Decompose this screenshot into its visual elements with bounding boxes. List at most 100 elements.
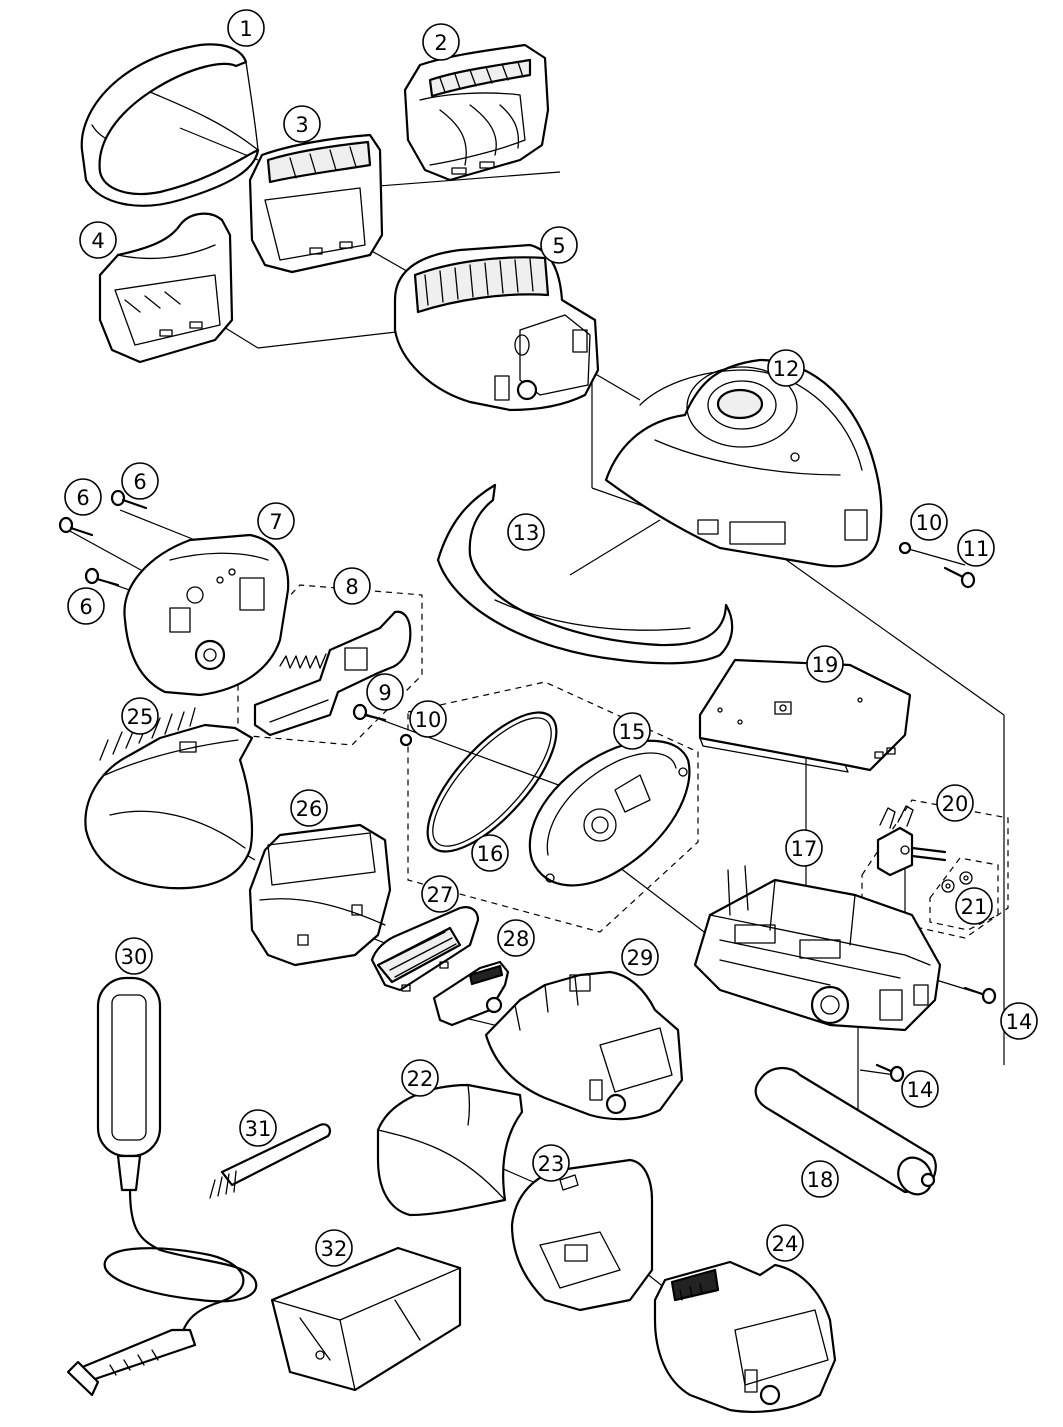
callout-22: 22 xyxy=(401,1059,439,1097)
callout-6b: 6 xyxy=(64,478,102,516)
callout-2: 2 xyxy=(422,23,460,61)
callout-9-label: 9 xyxy=(378,681,391,705)
part-head-24 xyxy=(653,1260,837,1413)
callout-27-label: 27 xyxy=(427,883,454,907)
part-switch-slider-8 xyxy=(253,610,412,737)
callout-29-label: 29 xyxy=(627,946,654,970)
callout-28-label: 28 xyxy=(503,927,530,951)
part-screw-6c xyxy=(84,567,120,587)
callout-23: 23 xyxy=(532,1144,570,1182)
callout-31: 31 xyxy=(239,1109,277,1147)
callout-26: 26 xyxy=(290,789,328,827)
callout-6b-label: 6 xyxy=(76,486,89,510)
callout-22-label: 22 xyxy=(407,1067,434,1091)
part-screw-14b xyxy=(875,1063,905,1083)
part-attachment-3 xyxy=(248,133,384,274)
part-shaver-head-29 xyxy=(484,970,684,1121)
part-screw-9 xyxy=(352,703,387,722)
callout-1-label: 1 xyxy=(239,17,252,41)
group-box-20 xyxy=(861,799,1009,939)
group-box-21 xyxy=(929,857,999,931)
part-shaver-frame-26 xyxy=(248,823,392,967)
callout-28: 28 xyxy=(497,919,535,957)
callout-26-label: 26 xyxy=(296,797,323,821)
callout-2-label: 2 xyxy=(434,31,447,55)
callout-21: 21 xyxy=(955,887,993,925)
part-motor-frame-17 xyxy=(693,865,942,1032)
callout-14b-label: 14 xyxy=(907,1078,934,1102)
callout-27: 27 xyxy=(421,875,459,913)
callout-5: 5 xyxy=(540,226,578,264)
callout-10a-label: 10 xyxy=(415,708,442,732)
callout-11-label: 11 xyxy=(963,537,990,561)
part-comb-attachment-23 xyxy=(510,1158,654,1312)
callout-15-label: 15 xyxy=(619,720,646,744)
part-screw-11 xyxy=(943,566,976,589)
part-brush-31 xyxy=(209,1123,332,1199)
part-back-plate-7 xyxy=(123,533,290,697)
callout-8-label: 8 xyxy=(345,575,358,599)
callout-30: 30 xyxy=(115,937,153,975)
part-washer-10a xyxy=(399,733,413,747)
callout-4: 4 xyxy=(79,221,117,259)
callout-17-label: 17 xyxy=(791,837,818,861)
callout-18: 18 xyxy=(801,1160,839,1198)
callout-30-label: 30 xyxy=(121,945,148,969)
callout-8: 8 xyxy=(333,567,371,605)
part-epilator-head-5 xyxy=(393,243,600,412)
callout-32: 32 xyxy=(315,1229,353,1267)
callout-25: 25 xyxy=(121,697,159,735)
callout-6a-label: 6 xyxy=(133,470,146,494)
callout-11: 11 xyxy=(957,529,995,567)
callout-7: 7 xyxy=(257,502,295,540)
callout-19-label: 19 xyxy=(812,653,839,677)
callout-14a: 14 xyxy=(1000,1002,1038,1040)
callout-9: 9 xyxy=(366,673,404,711)
part-comb-attachment-25 xyxy=(84,707,254,890)
callout-1: 1 xyxy=(227,9,265,47)
callout-3: 3 xyxy=(283,105,321,143)
part-spring-8 xyxy=(279,653,327,669)
part-o-ring-16 xyxy=(426,711,558,853)
group-box-15 xyxy=(407,681,699,933)
callout-21-label: 21 xyxy=(961,895,988,919)
callout-32-label: 32 xyxy=(321,1237,348,1261)
callout-20-label: 20 xyxy=(942,792,969,816)
callout-10b: 10 xyxy=(910,503,948,541)
callout-23-label: 23 xyxy=(538,1152,565,1176)
part-foil-27 xyxy=(370,906,480,992)
callout-24: 24 xyxy=(766,1224,804,1262)
callout-6c-label: 6 xyxy=(79,595,92,619)
part-washers-21 xyxy=(941,871,973,893)
callout-7-label: 7 xyxy=(269,510,282,534)
callout-17: 17 xyxy=(785,829,823,867)
callout-6a: 6 xyxy=(121,462,159,500)
callout-12: 12 xyxy=(767,349,805,387)
part-screw-6a xyxy=(110,489,148,510)
group-box-8 xyxy=(237,584,423,746)
part-seal-plate-15 xyxy=(528,739,691,887)
part-switch-20 xyxy=(876,805,947,877)
callout-13-label: 13 xyxy=(513,521,540,545)
callout-18-label: 18 xyxy=(807,1168,834,1192)
part-blade-28 xyxy=(432,960,510,1027)
callout-15: 15 xyxy=(613,712,651,750)
callout-6c: 6 xyxy=(67,587,105,625)
part-attachment-4 xyxy=(98,212,234,364)
callout-14a-label: 14 xyxy=(1006,1010,1033,1034)
callout-31-label: 31 xyxy=(245,1117,272,1141)
part-adaptor-30 xyxy=(66,976,258,1397)
part-screw-6b xyxy=(58,516,94,537)
part-battery-18 xyxy=(754,1067,937,1196)
part-circuit-board-19 xyxy=(698,658,912,773)
callout-16-label: 16 xyxy=(477,842,504,866)
callout-19: 19 xyxy=(806,645,844,683)
part-pouch-32 xyxy=(270,1246,462,1392)
callout-12-label: 12 xyxy=(773,357,800,381)
part-cap-1 xyxy=(80,43,260,207)
part-screw-14a xyxy=(963,986,997,1005)
callout-13: 13 xyxy=(507,513,545,551)
callout-10a: 10 xyxy=(409,700,447,738)
part-attachment-2 xyxy=(403,43,550,182)
